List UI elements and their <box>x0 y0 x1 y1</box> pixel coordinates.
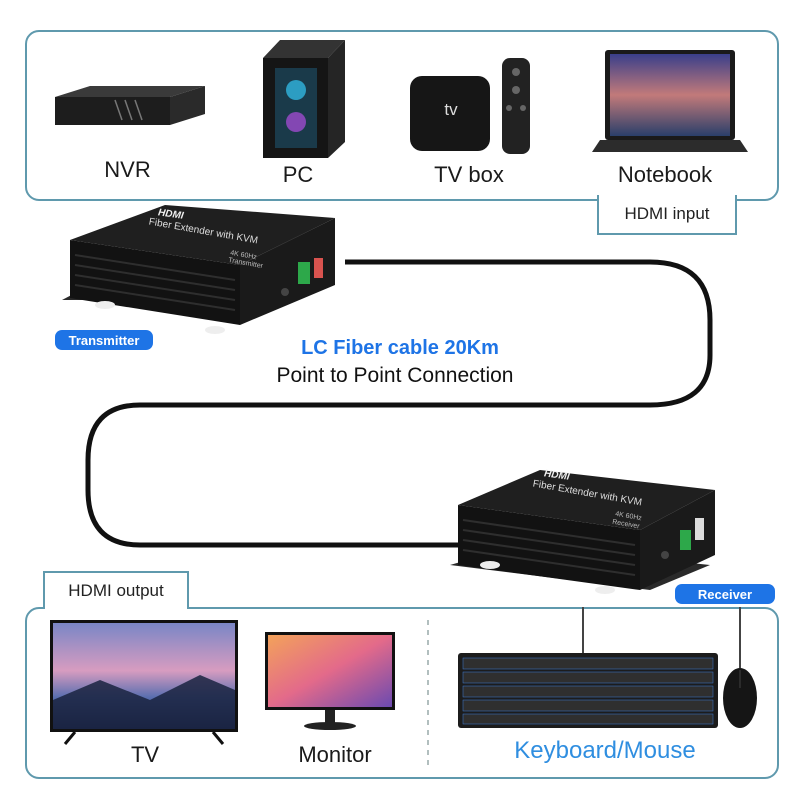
receiver-badge: Receiver <box>675 584 775 604</box>
fiber-cable-label: LC Fiber cable 20Km <box>301 337 499 359</box>
transmitter-badge: Transmitter <box>55 330 153 350</box>
nvr-label: NVR <box>104 157 151 182</box>
receiver-model: Fiber Extender with KVM <box>531 478 643 509</box>
tv-label: TV <box>130 742 160 767</box>
pc-label: PC <box>282 162 314 187</box>
monitor-label: Monitor <box>298 742 372 767</box>
connection-label: Point to Point Connection <box>276 364 514 387</box>
tv-box-logo: tv <box>444 100 458 119</box>
keyboard-mouse-label: Keyboard/Mouse <box>514 737 696 764</box>
hdmi-output-tag: HDMI output <box>43 571 189 609</box>
tv-box-label: TV box <box>434 162 504 187</box>
transmitter-model: Fiber Extender with KVM <box>147 216 259 247</box>
hdmi-input-tag: HDMI input <box>597 195 737 235</box>
notebook-label: Notebook <box>617 162 713 187</box>
